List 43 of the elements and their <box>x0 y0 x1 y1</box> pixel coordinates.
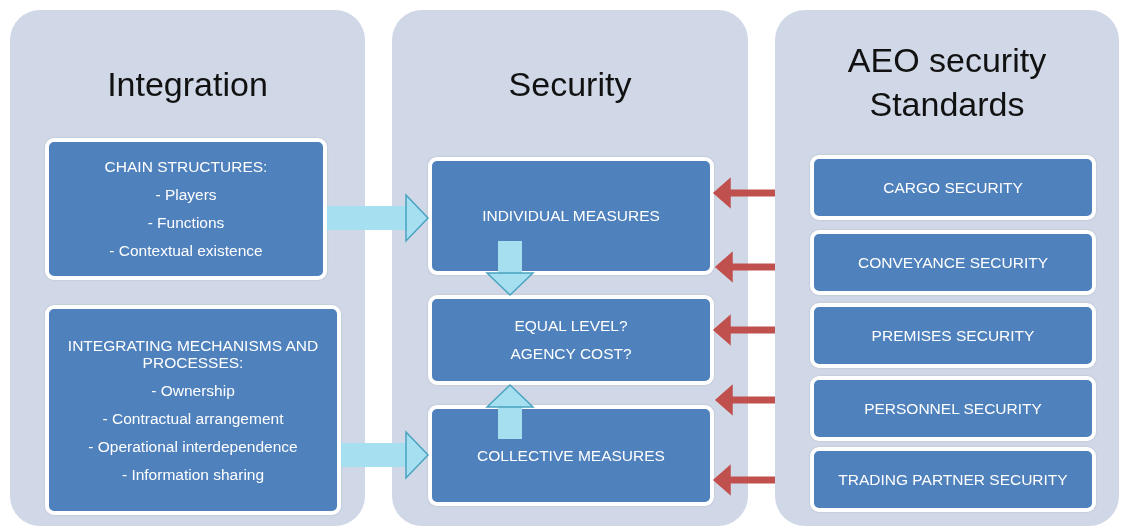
arrow <box>715 385 775 415</box>
arrow <box>715 252 775 282</box>
box-heading: CHAIN STRUCTURES: <box>104 158 268 177</box>
box-text: COLLECTIVE MEASURES <box>477 446 665 465</box>
block-arrow <box>327 194 429 242</box>
box-text: INDIVIDUAL MEASURES <box>482 207 660 225</box>
box-text: - Functions <box>147 214 225 232</box>
text-box <box>810 447 1096 512</box>
text-box <box>45 305 341 515</box>
text-box <box>810 230 1096 295</box>
column-panel <box>775 10 1119 526</box>
box-text: PREMISES SECURITY <box>871 326 1035 345</box>
box-text: - Operational interdependence <box>88 437 298 456</box>
arrow <box>713 465 775 495</box>
box-text: - Contractual arrangement <box>102 410 284 428</box>
box-heading: INTEGRATING MECHANISMS AND PROCESSES: <box>66 336 320 373</box>
column-title: AEO security Standards <box>846 40 1048 126</box>
column-panel <box>392 10 748 526</box>
box-text: - Information sharing <box>121 465 265 484</box>
text-box <box>45 138 327 280</box>
text-box <box>810 303 1096 368</box>
box-text: - Players <box>155 186 217 204</box>
column-title: Integration <box>106 64 269 105</box>
box-text: PERSONNEL SECURITY <box>864 399 1042 418</box>
text-box <box>810 155 1096 220</box>
text-box <box>428 157 714 275</box>
box-text: TRADING PARTNER SECURITY <box>838 470 1068 489</box>
arrow <box>713 178 775 208</box>
text-box <box>810 376 1096 441</box>
box-text: EQUAL LEVEL? <box>514 317 628 335</box>
box-text: AGENCY COST? <box>510 345 632 363</box>
column-panel <box>10 10 365 526</box>
block-arrow <box>486 241 534 296</box>
box-text: - Ownership <box>151 382 235 400</box>
box-text: - Contextual existence <box>109 241 263 260</box>
arrow <box>713 315 775 345</box>
column-title: Security <box>507 64 633 105</box>
box-text: CARGO SECURITY <box>883 178 1023 197</box>
text-box <box>428 295 714 385</box>
box-text: CONVEYANCE SECURITY <box>857 253 1049 272</box>
text-box <box>428 405 714 506</box>
block-arrow <box>486 384 534 439</box>
block-arrow <box>341 431 429 479</box>
